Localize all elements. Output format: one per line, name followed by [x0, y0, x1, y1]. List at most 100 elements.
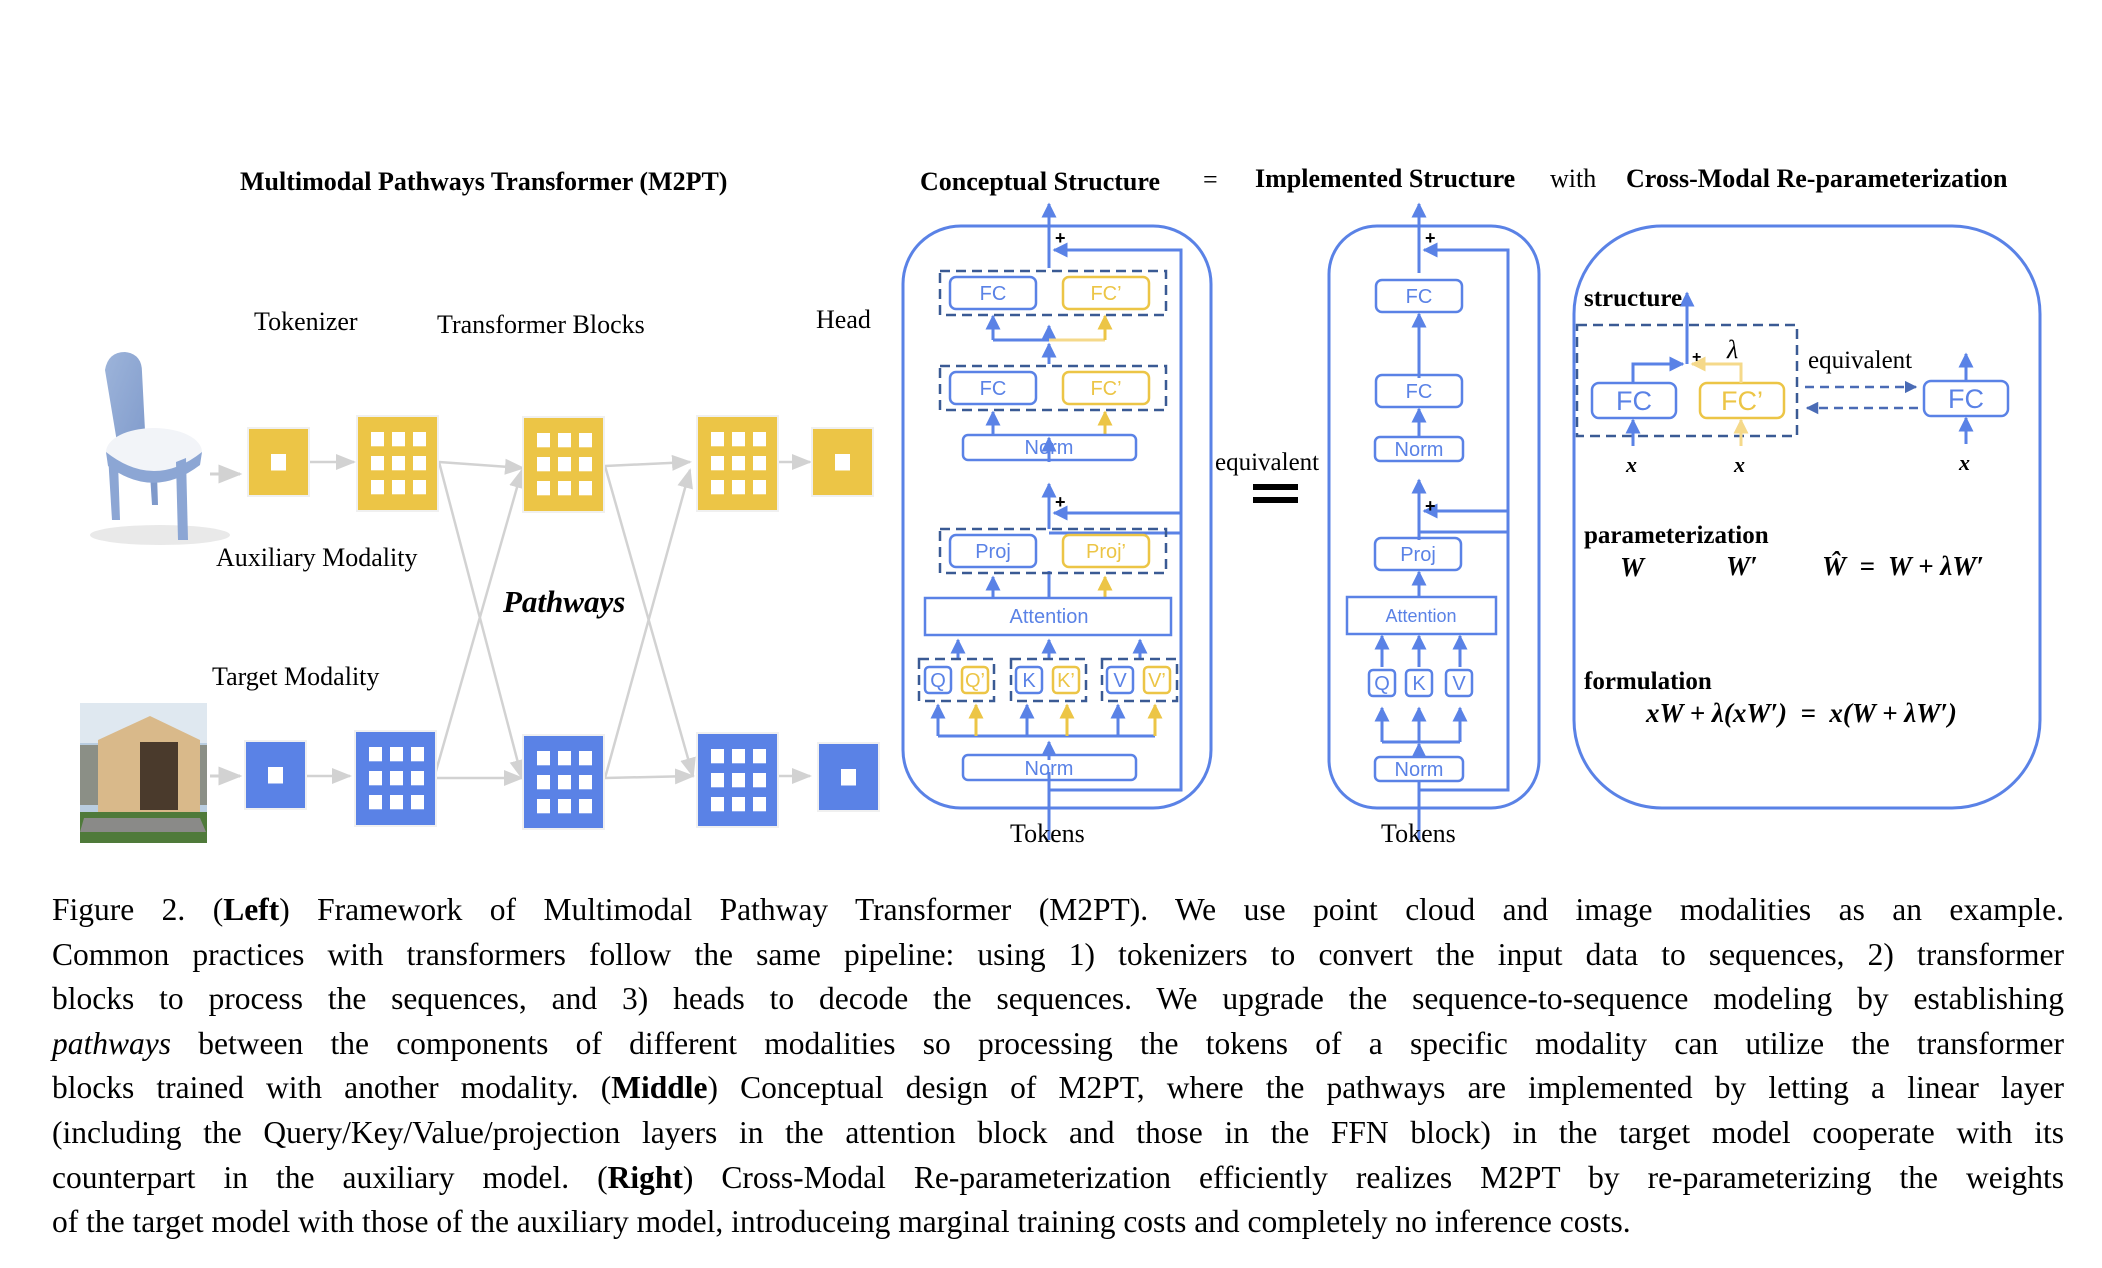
- impl-fc-2: FC: [1406, 286, 1433, 308]
- target-modality-image-shed: [80, 703, 207, 843]
- parameterization-label: parameterization: [1584, 522, 1769, 549]
- reparam-fc: FC: [1616, 386, 1652, 416]
- target-modality-label: Target Modality: [212, 662, 379, 691]
- concept-fc-prime-2: FC’: [1090, 283, 1121, 305]
- concept-q: Q: [930, 670, 946, 692]
- caption-bold-term: Middle: [611, 1070, 708, 1106]
- auxiliary-modality-image-chair: [90, 352, 230, 545]
- reparam-fc-prime: FC’: [1721, 386, 1763, 416]
- aux-tokenizer-block: [247, 427, 310, 497]
- header-cross-modal-reparameterization: Cross-Modal Re-parameterization: [1626, 164, 2008, 193]
- caption-text: Common practices with transformers follo…: [52, 936, 2064, 972]
- concept-fc-1: FC: [980, 378, 1007, 400]
- param-w-hat-equation: Ŵ = W + λW′: [1822, 550, 1984, 581]
- input-x-fc-merged: x: [1958, 450, 1970, 475]
- figure-diagram: Multimodal Pathways Transformer (M2PT) T…: [80, 164, 2042, 848]
- header-implemented-structure: Implemented Structure: [1255, 164, 1515, 193]
- target-tokenizer-block: [244, 740, 307, 810]
- modality-blocks: [244, 415, 880, 830]
- impl-norm-ffn: Norm: [1395, 439, 1444, 461]
- structure-label: structure: [1584, 285, 1682, 312]
- impl-v: V: [1452, 673, 1466, 695]
- formulation-label: formulation: [1584, 668, 1712, 695]
- caption-text: blocks to process the sequences, and 3) …: [52, 981, 2064, 1017]
- concept-norm-attn: Norm: [1025, 758, 1074, 780]
- reparam-equivalent-label: equivalent: [1808, 347, 1912, 374]
- lambda-symbol: λ: [1726, 335, 1738, 364]
- impl-plus-mid: +: [1425, 496, 1436, 516]
- concept-attention: Attention: [1010, 606, 1089, 628]
- caption-line: of the target model with those of the au…: [52, 1200, 2064, 1245]
- caption-line: Common practices with transformers follo…: [52, 933, 2064, 978]
- target-transformer-block-3: [696, 732, 779, 828]
- param-w: W: [1620, 552, 1646, 582]
- caption-bold-term: Right: [607, 1159, 683, 1195]
- impl-fc-1: FC: [1406, 381, 1433, 403]
- caption-text: ) Cross-Modal Re-parameterization effici…: [682, 1159, 2064, 1195]
- caption-line: counterpart in the auxiliary model. (Rig…: [52, 1156, 2064, 1201]
- formulation-equation: xW + λ(xW′) = x(W + λW′): [1645, 698, 1957, 728]
- equivalent-symbol: equivalent: [1215, 449, 1319, 503]
- input-x-fc-prime: x: [1733, 452, 1745, 477]
- implemented-structure-labels: FC FC Norm Proj Attention Q K V Norm + +…: [1374, 228, 1466, 848]
- auxiliary-modality-label: Auxiliary Modality: [216, 543, 417, 572]
- aux-transformer-block-3: [696, 415, 779, 512]
- caption-text: Figure 2. (: [52, 892, 224, 927]
- aux-transformer-block-1: [356, 415, 439, 512]
- aux-head-block: [811, 427, 874, 497]
- reparameterization-labels: structure FC FC’ FC + λ equivalent x x x…: [1584, 285, 1984, 728]
- implemented-structure-panel: [1327, 202, 1541, 840]
- caption-line: blocks trained with another modality. (M…: [52, 1066, 2064, 1111]
- reparam-fc-merged: FC: [1948, 384, 1984, 414]
- concept-plus-top: +: [1055, 228, 1066, 248]
- target-head-block: [817, 742, 880, 812]
- conceptual-structure-labels: FC FC’ FC FC’ Norm Proj Proj’ Attention …: [930, 228, 1166, 848]
- equivalent-label: equivalent: [1215, 449, 1319, 476]
- caption-line: pathways between the components of diffe…: [52, 1022, 2064, 1067]
- concept-tokens-label: Tokens: [1010, 819, 1085, 848]
- concept-proj-prime: Proj’: [1086, 541, 1126, 563]
- caption-text: (including the Query/Key/Value/projectio…: [52, 1114, 2064, 1150]
- caption-text: counterpart in the auxiliary model. (: [52, 1159, 608, 1195]
- impl-attention: Attention: [1385, 606, 1456, 626]
- header-conceptual-structure: Conceptual Structure: [920, 167, 1160, 196]
- input-x-fc: x: [1625, 452, 1637, 477]
- column-label-transformer-blocks: Transformer Blocks: [437, 310, 645, 339]
- caption-text: blocks trained with another modality. (: [52, 1070, 612, 1106]
- concept-v: V: [1113, 670, 1127, 692]
- concept-fc-2: FC: [980, 283, 1007, 305]
- section-headers: Conceptual Structure = Implemented Struc…: [920, 164, 2008, 196]
- reparam-plus: +: [1692, 349, 1701, 366]
- impl-k: K: [1412, 673, 1426, 695]
- header-with: with: [1550, 164, 1596, 193]
- impl-q: Q: [1374, 673, 1390, 695]
- left-framework: Multimodal Pathways Transformer (M2PT) T…: [80, 167, 880, 843]
- target-transformer-block-2: [522, 734, 605, 830]
- impl-norm-attn: Norm: [1395, 759, 1444, 781]
- concept-q-prime: Q’: [965, 670, 985, 692]
- impl-plus-top: +: [1425, 228, 1436, 248]
- caption-bold-term: Left: [223, 892, 280, 927]
- concept-k-prime: K’: [1057, 670, 1075, 692]
- caption-text: between the components of different moda…: [171, 1025, 2064, 1061]
- impl-proj: Proj: [1400, 544, 1436, 566]
- caption-line: Figure 2. (Left) Framework of Multimodal…: [52, 888, 2064, 933]
- column-label-tokenizer: Tokenizer: [254, 307, 358, 336]
- concept-k: K: [1022, 670, 1036, 692]
- pathways-label: Pathways: [502, 584, 625, 619]
- figure-caption: Figure 2. (Left) Framework of Multimodal…: [52, 888, 2064, 1245]
- column-label-head: Head: [816, 305, 871, 334]
- caption-line: (including the Query/Key/Value/projectio…: [52, 1111, 2064, 1156]
- concept-fc-prime-1: FC’: [1090, 378, 1121, 400]
- caption-italic-term: pathways: [52, 1025, 172, 1061]
- aux-transformer-block-2: [522, 416, 605, 513]
- concept-proj: Proj: [975, 541, 1011, 563]
- conceptual-structure-panel: [901, 202, 1213, 840]
- caption-text: of the target model with those of the au…: [52, 1204, 1631, 1240]
- concept-v-prime: V’: [1148, 670, 1166, 692]
- caption-text: ) Framework of Multimodal Pathway Transf…: [279, 892, 2065, 927]
- impl-tokens-label: Tokens: [1381, 819, 1456, 848]
- reparameterization-panel: [1572, 224, 2042, 810]
- caption-line: blocks to process the sequences, and 3) …: [52, 977, 2064, 1022]
- left-title: Multimodal Pathways Transformer (M2PT): [240, 167, 727, 196]
